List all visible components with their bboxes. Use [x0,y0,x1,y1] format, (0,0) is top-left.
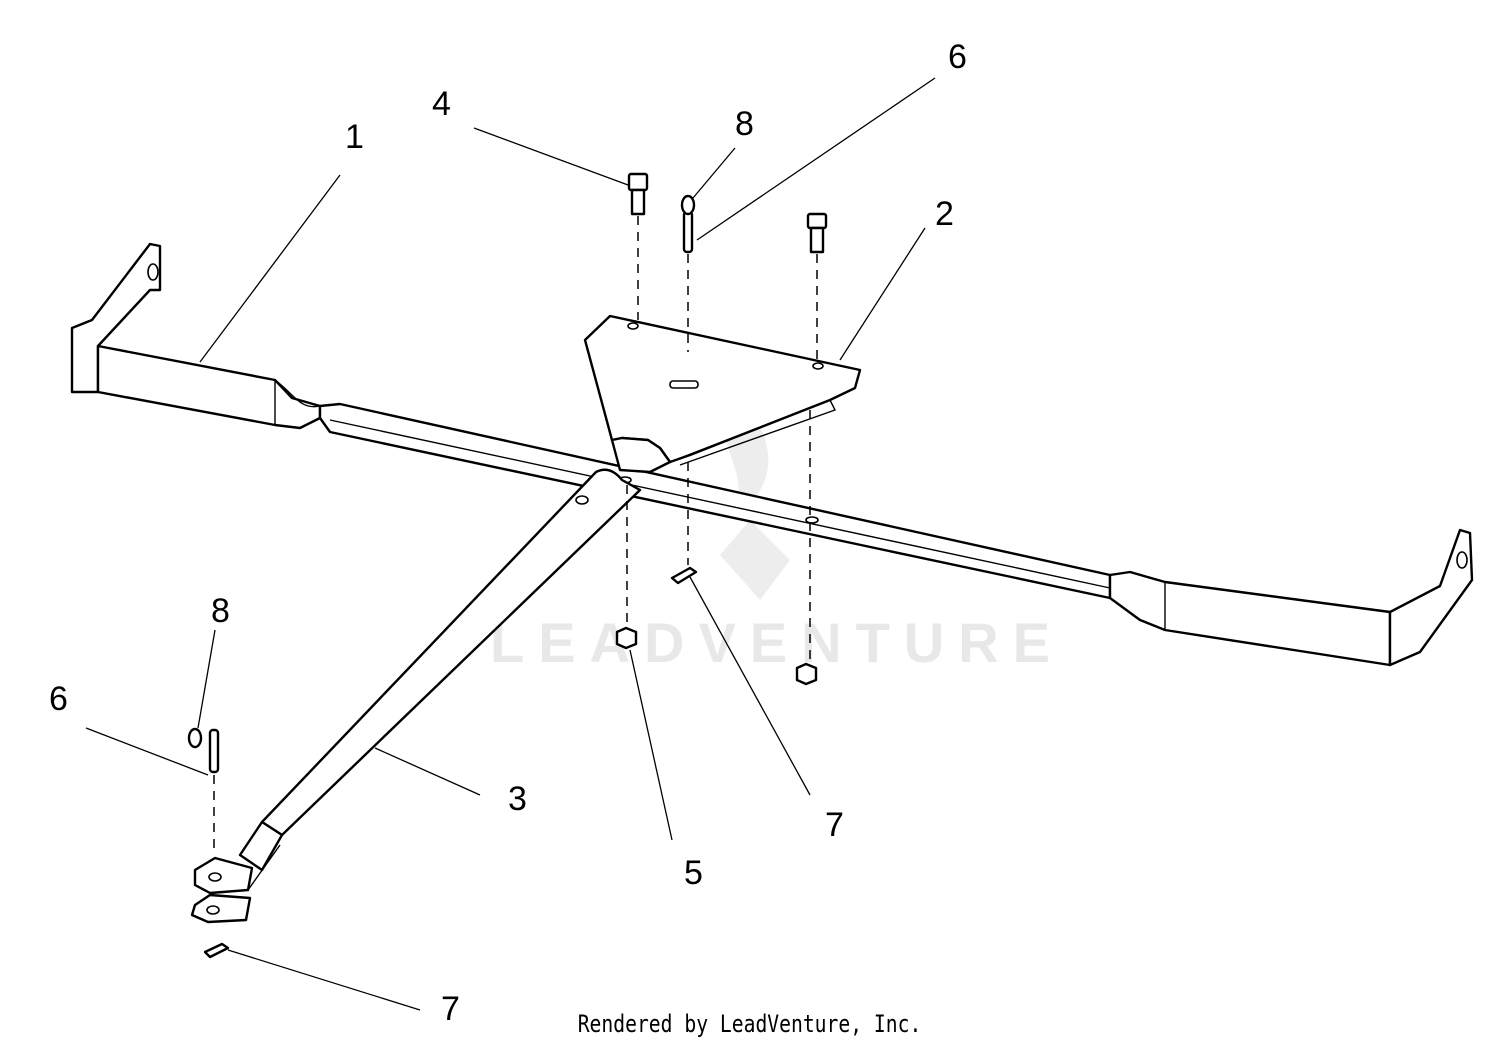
callout-7-bottom: 7 [441,990,460,1028]
footer-text: Rendered by LeadVenture, Inc. [578,1010,922,1038]
part-7-cotter-pins [203,566,698,959]
part-4-bolts [627,172,828,254]
part-8-rings [187,194,696,749]
callout-4: 4 [432,85,451,123]
part-2-mounting-bracket [583,314,862,474]
watermark: LEADVENTURE [490,390,1064,674]
watermark-text: LEADVENTURE [490,611,1064,674]
callout-6-top: 6 [948,38,967,76]
footer: Rendered by LeadVenture, Inc. [0,1010,1500,1038]
callout-5: 5 [684,854,703,892]
part-5-nuts [615,626,818,686]
part-3-tow-tube [190,468,642,924]
callout-6-left: 6 [49,680,68,718]
callouts: 1 2 3 4 5 6 6 7 7 8 8 [49,38,967,1028]
leader-lines [85,77,936,1011]
callout-3: 3 [508,780,527,818]
callout-2: 2 [935,195,954,233]
assembly-lines [213,216,818,855]
callout-1: 1 [345,118,364,156]
part-1-axle-bar [70,242,1474,667]
callout-7-center: 7 [825,806,844,844]
callout-8-left: 8 [211,592,230,630]
callout-8-top: 8 [735,105,754,143]
